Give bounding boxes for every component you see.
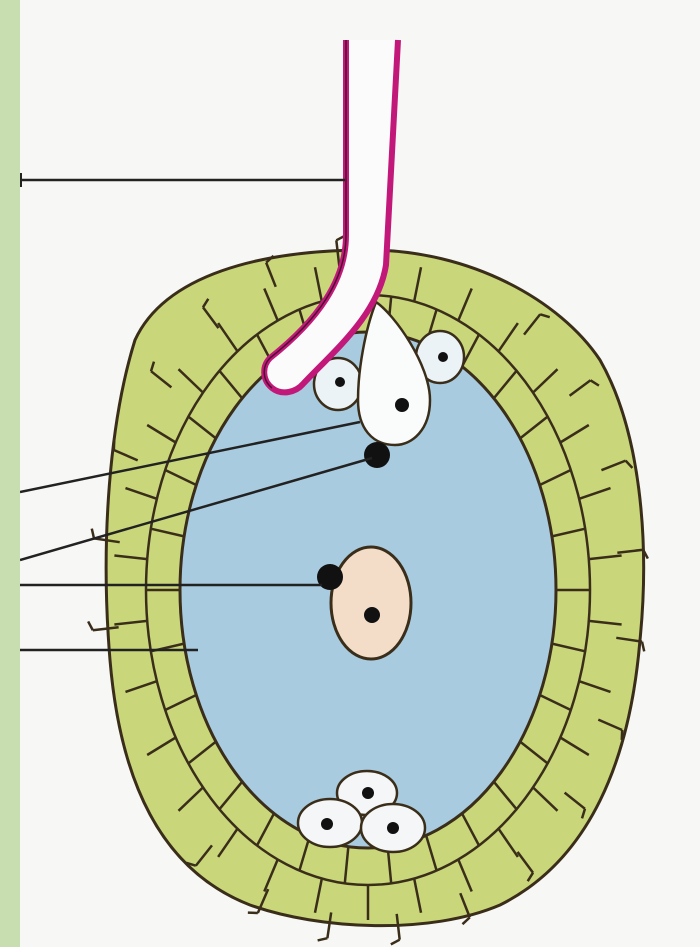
antipodal-nucleus-right bbox=[387, 822, 399, 834]
embryo-sac-diagram bbox=[20, 0, 700, 947]
antipodal-nucleus-top bbox=[362, 787, 374, 799]
synergid-nucleus-left bbox=[335, 377, 345, 387]
figure-canvas bbox=[20, 0, 700, 947]
antipodal-nucleus-left bbox=[321, 818, 333, 830]
synergid-nucleus-right bbox=[438, 352, 448, 362]
egg-nucleus bbox=[395, 398, 409, 412]
central-cell bbox=[331, 547, 411, 659]
nucleus-near-egg bbox=[364, 442, 390, 468]
polar-nucleus-inner bbox=[364, 607, 380, 623]
